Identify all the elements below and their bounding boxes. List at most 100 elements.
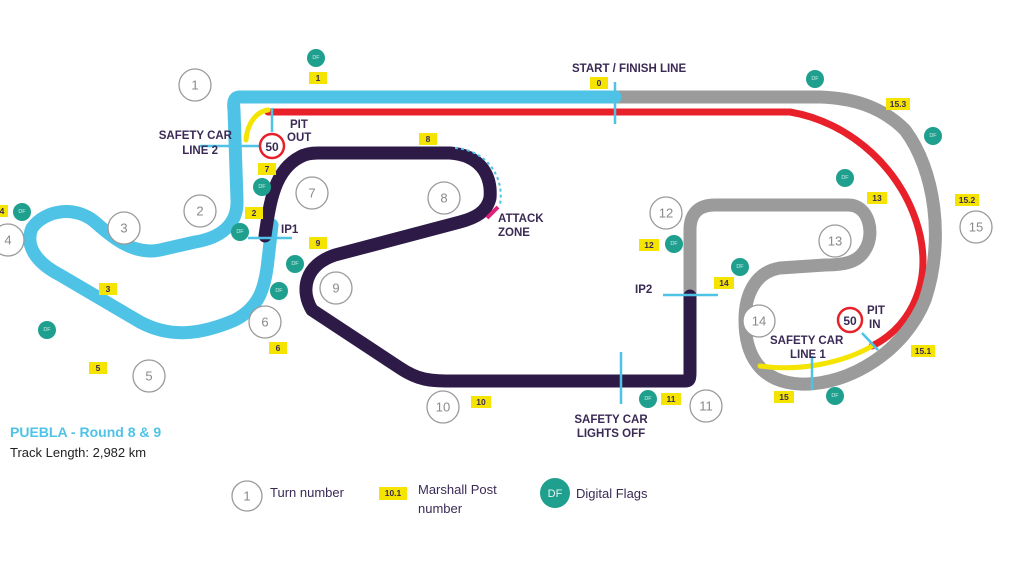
svg-text:1: 1 — [243, 489, 250, 504]
svg-text:50: 50 — [265, 140, 279, 154]
marshal-post: 10 — [471, 396, 491, 408]
turn-marker: 8 — [427, 181, 461, 215]
digital-flag-icon: DF — [307, 49, 325, 67]
svg-text:5: 5 — [96, 363, 101, 373]
marshal-post: 15.2 — [955, 194, 979, 206]
turn-marker: 6 — [248, 305, 282, 339]
svg-text:13: 13 — [828, 234, 842, 249]
pit-in-marker — [861, 332, 879, 351]
svg-text:0: 0 — [597, 78, 602, 88]
svg-text:DF: DF — [548, 488, 563, 500]
legend-post-label: Marshall Post — [418, 482, 497, 497]
marshal-post: 4 — [0, 205, 8, 217]
svg-text:DF: DF — [811, 76, 819, 82]
turn-marker: 9 — [319, 271, 353, 305]
svg-text:1: 1 — [191, 78, 198, 93]
svg-text:12: 12 — [644, 240, 654, 250]
marshal-post: 12 — [639, 239, 659, 251]
attack-zone-label-2: ZONE — [498, 227, 530, 239]
safety-car-line-1-label-2: LINE 1 — [790, 349, 826, 361]
speed-limit-sign-pit-in: 50 — [836, 306, 864, 334]
digital-flag-icon: DF — [924, 127, 942, 145]
svg-text:15.1: 15.1 — [915, 346, 932, 356]
svg-text:12: 12 — [659, 206, 673, 221]
safety-car-line-2-label-2: LINE 2 — [182, 145, 218, 157]
legend-df-icon: DF — [540, 478, 570, 508]
svg-text:2: 2 — [196, 204, 203, 219]
pit-out-label-2: OUT — [287, 132, 311, 144]
digital-flag-icon: DF — [836, 169, 854, 187]
svg-text:3: 3 — [106, 284, 111, 294]
svg-text:7: 7 — [308, 186, 315, 201]
turn-marker: 7 — [295, 176, 329, 210]
marshal-post: 15.3 — [886, 98, 910, 110]
attack-zone-label: ATTACK — [498, 213, 544, 225]
digital-flag-icon: DF — [270, 282, 288, 300]
safety-car-line-1-label: SAFETY CAR — [770, 335, 844, 347]
turn-marker: 2 — [183, 194, 217, 228]
pit-out-label: PIT — [290, 119, 308, 131]
track-sector-1 — [23, 90, 622, 340]
svg-text:7: 7 — [265, 164, 270, 174]
track-sector-2 — [258, 146, 697, 388]
svg-text:11: 11 — [699, 399, 713, 414]
attack-zone-path — [454, 147, 502, 206]
svg-text:50: 50 — [843, 314, 857, 328]
marshal-post: 15 — [774, 391, 794, 403]
safety-car-line-2-yellow — [243, 107, 271, 143]
marshal-post: 15.1 — [911, 345, 935, 357]
legend-df-label: Digital Flags — [576, 486, 648, 501]
digital-flag-icon: DF — [806, 70, 824, 88]
legend: 1 Turn number 10.1 Marshall Post number … — [231, 478, 648, 516]
turn-marker: 10 — [426, 390, 460, 424]
marshal-post: 2 — [245, 207, 263, 219]
svg-text:3: 3 — [120, 221, 127, 236]
svg-text:DF: DF — [670, 241, 678, 247]
svg-text:6: 6 — [276, 343, 281, 353]
svg-text:6: 6 — [261, 315, 268, 330]
marshal-post: 11 — [661, 393, 681, 405]
svg-text:10: 10 — [436, 400, 450, 415]
pit-lane — [264, 108, 927, 350]
svg-text:4: 4 — [4, 233, 11, 248]
svg-text:14: 14 — [719, 278, 729, 288]
svg-text:DF: DF — [43, 327, 51, 333]
legend-post-icon: 10.1 — [379, 487, 407, 500]
svg-text:DF: DF — [841, 175, 849, 181]
legend-post-label-2: number — [418, 501, 463, 516]
turn-marker: 4 — [0, 223, 25, 257]
marshal-post: 14 — [714, 277, 734, 289]
svg-text:2: 2 — [252, 208, 257, 218]
safety-car-line-2-label: SAFETY CAR — [159, 130, 233, 142]
digital-flag-icon: DF — [826, 387, 844, 405]
legend-turn-label: Turn number — [270, 485, 345, 500]
svg-text:DF: DF — [736, 264, 744, 270]
safety-car-lights-off-label-2: LIGHTS OFF — [577, 428, 645, 440]
svg-text:8: 8 — [426, 134, 431, 144]
safety-car-line-1-yellow — [757, 343, 875, 371]
svg-text:1: 1 — [316, 73, 321, 83]
marshal-post: 1 — [309, 72, 327, 84]
svg-text:DF: DF — [291, 261, 299, 267]
svg-text:DF: DF — [236, 229, 244, 235]
turn-marker: 15 — [959, 210, 993, 244]
marshal-post: 9 — [309, 237, 327, 249]
svg-text:DF: DF — [644, 396, 652, 402]
marshal-post: 0 — [590, 77, 608, 89]
marshal-post: 6 — [269, 342, 287, 354]
svg-text:DF: DF — [18, 209, 26, 215]
svg-text:5: 5 — [145, 369, 152, 384]
svg-text:DF: DF — [312, 55, 320, 61]
turn-marker: 1 — [178, 68, 212, 102]
pit-in-label-2: IN — [869, 319, 881, 331]
turn-marker: 5 — [132, 359, 166, 393]
svg-text:15: 15 — [969, 220, 983, 235]
digital-flag-icon: DF — [13, 203, 31, 221]
page-title: PUEBLA - Round 8 & 9 — [10, 424, 161, 440]
digital-flag-icon: DF — [38, 321, 56, 339]
ip1-label: IP1 — [281, 224, 299, 236]
turn-marker: 3 — [107, 211, 141, 245]
turn-marker: 13 — [818, 224, 852, 258]
digital-flag-icon: DF — [665, 235, 683, 253]
track-length: Track Length: 2,982 km — [10, 445, 146, 460]
